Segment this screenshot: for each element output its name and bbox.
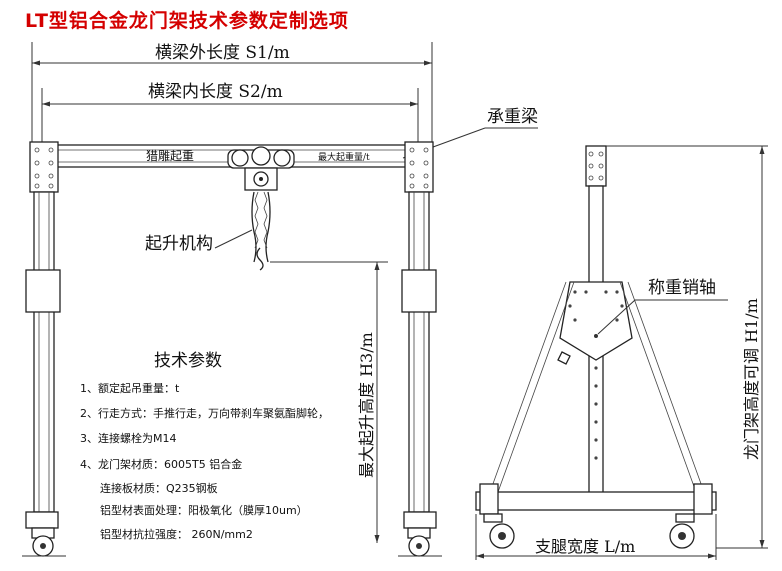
right-caster [398, 527, 442, 557]
side-view-base [475, 483, 717, 515]
spec-item: 2、行走方式：手推行走，万向带刹车聚氨酯脚轮， [80, 407, 329, 420]
trolley-label: 猎雕起重 [146, 148, 194, 163]
dimension-s1 [31, 42, 433, 150]
dimension-h3 [270, 261, 388, 543]
spec-item: 铝型材表面处理：阳极氧化（膜厚10um） [100, 504, 308, 517]
side-left-caster [483, 513, 515, 549]
right-joint-plate [404, 141, 434, 193]
side-view-legs [489, 281, 705, 493]
leg-width-label: 支腿宽度 L/m [535, 537, 635, 556]
dimension-h1 [606, 145, 768, 549]
left-leg [25, 191, 61, 529]
load-pin-label: 称重销轴 [648, 278, 716, 298]
beam-inner-length-label: 横梁内长度 S2/m [148, 82, 283, 102]
spec-item: 3、连接螺栓为M14 [80, 432, 177, 445]
spec-item: 1、额定起吊重量：t [80, 382, 180, 395]
max-load-label: 最大起重量/t [318, 151, 370, 163]
dimension-s2 [41, 88, 419, 150]
spec-item: 铝型材抗拉强度： 260N/mm2 [100, 528, 253, 541]
adjustable-height-label: 龙门架高度可调 H1/m [742, 298, 761, 460]
right-leg [401, 191, 437, 529]
specs-heading: 技术参数 [154, 351, 222, 371]
spec-item: 4、龙门架材质：6005T5 铝合金 [80, 458, 243, 471]
side-brace [557, 351, 571, 365]
left-caster [22, 527, 66, 557]
load-beam-label: 承重梁 [487, 107, 538, 127]
beam-outer-length-label: 横梁外长度 S1/m [155, 43, 290, 63]
spec-item: 连接板材质：Q235钢板 [100, 482, 218, 495]
max-lift-height-label: 最大起升高度 H3/m [357, 332, 376, 478]
hoist-chain [251, 191, 271, 271]
hoist-label: 起升机构 [145, 234, 213, 254]
left-joint-plate [29, 141, 59, 193]
side-right-caster [669, 513, 695, 549]
diagram-title: LT型铝合金龙门架技术参数定制选项 [25, 10, 349, 32]
trolley [227, 146, 295, 191]
dimension-l [475, 514, 717, 560]
